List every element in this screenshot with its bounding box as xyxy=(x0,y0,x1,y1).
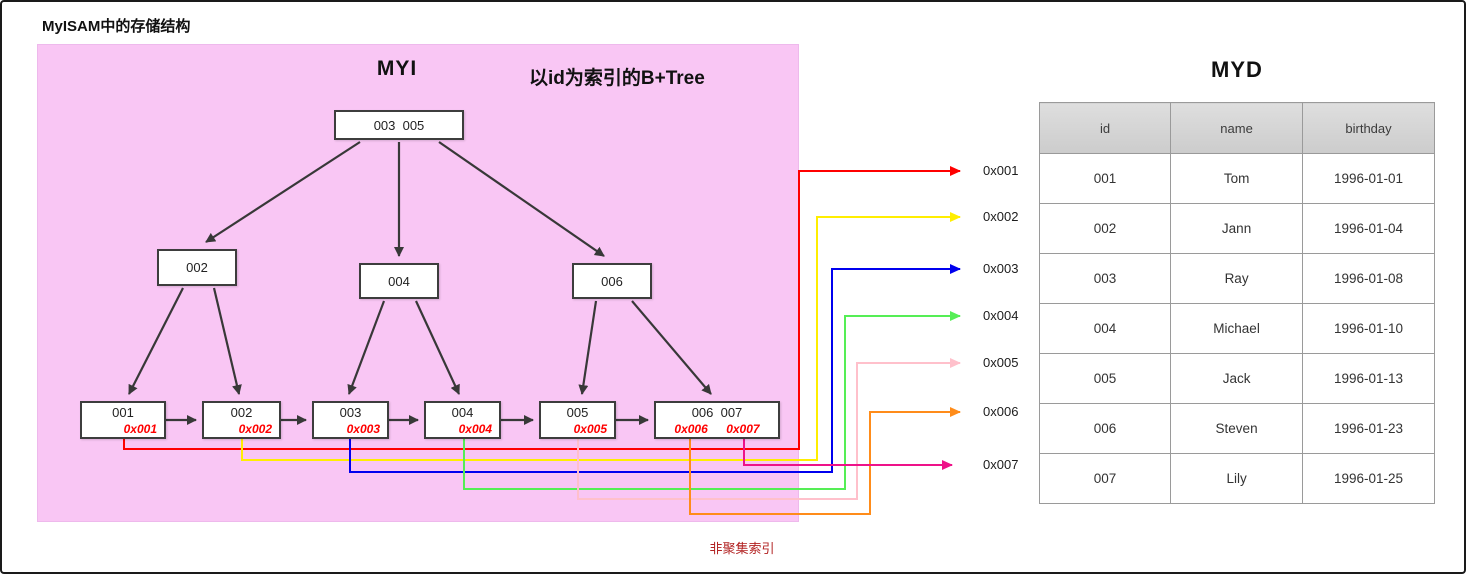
internal-node-002: 002 xyxy=(157,249,237,286)
root-node: 003 005 xyxy=(334,110,464,140)
table-cell: 001 xyxy=(1038,153,1172,204)
table-row: 007 Lily 1996-01-25 xyxy=(1038,453,1435,504)
table-cell: 003 xyxy=(1038,253,1172,304)
leaf-node-002: 002 0x002 xyxy=(202,401,281,439)
leaf-key: 006 007 xyxy=(691,405,743,420)
leaf-key: 005 xyxy=(566,405,589,420)
myd-table: id name birthday 001 Tom 1996-01-01 002 … xyxy=(1038,102,1435,504)
pointer-label-0x003: 0x003 xyxy=(983,261,1019,276)
table-cell: 005 xyxy=(1038,353,1172,404)
table-cell: 1996-01-23 xyxy=(1302,403,1435,454)
pointer-label-0x007: 0x007 xyxy=(983,457,1019,472)
pointer-label-0x004: 0x004 xyxy=(983,308,1019,323)
leaf-node-004: 004 0x004 xyxy=(424,401,501,439)
myi-file-label: MYI xyxy=(376,57,418,80)
leaf-key: 004 xyxy=(451,405,474,420)
table-row: 006 Steven 1996-01-23 xyxy=(1038,403,1435,454)
table-cell: 1996-01-25 xyxy=(1302,453,1435,504)
table-cell: 1996-01-01 xyxy=(1302,153,1435,204)
internal-node-006: 006 xyxy=(572,263,652,299)
record-pointer: 0x003 xyxy=(346,422,380,436)
record-pointer: 0x001 xyxy=(123,422,157,436)
table-cell: Jack xyxy=(1170,353,1304,404)
pointer-label-0x005: 0x005 xyxy=(983,355,1019,370)
leaf-key: 002 xyxy=(230,405,253,420)
table-cell: Steven xyxy=(1170,403,1304,454)
table-row: 003 Ray 1996-01-08 xyxy=(1038,253,1435,304)
internal-node-004: 004 xyxy=(359,263,439,299)
table-cell: Michael xyxy=(1170,303,1304,354)
table-row: 004 Michael 1996-01-10 xyxy=(1038,303,1435,354)
column-header-name: name xyxy=(1170,102,1304,154)
record-pointer: 0x002 xyxy=(238,422,272,436)
btree-subtitle: 以id为索引的B+Tree xyxy=(529,68,705,89)
table-cell: 1996-01-04 xyxy=(1302,203,1435,254)
table-cell: 006 xyxy=(1038,403,1172,454)
table-row: 001 Tom 1996-01-01 xyxy=(1038,153,1435,204)
pointer-label-0x001: 0x001 xyxy=(983,163,1019,178)
column-header-birthday: birthday xyxy=(1302,102,1435,154)
table-cell: 007 xyxy=(1038,453,1172,504)
pointer-label-0x002: 0x002 xyxy=(983,209,1019,224)
table-cell: Jann xyxy=(1170,203,1304,254)
table-cell: 1996-01-10 xyxy=(1302,303,1435,354)
record-pointer: 0x007 xyxy=(726,422,760,436)
myd-file-label: MYD xyxy=(1211,57,1263,82)
table-cell: Ray xyxy=(1170,253,1304,304)
leaf-node-001: 001 0x001 xyxy=(80,401,166,439)
leaf-node-005: 005 0x005 xyxy=(539,401,616,439)
table-cell: 1996-01-13 xyxy=(1302,353,1435,404)
leaf-key: 003 xyxy=(339,405,362,420)
record-pointer: 0x004 xyxy=(458,422,492,436)
table-row: 002 Jann 1996-01-04 xyxy=(1038,203,1435,254)
diagram-title: MyISAM中的存储结构 xyxy=(42,18,191,35)
record-pointer: 0x005 xyxy=(573,422,607,436)
leaf-key: 001 xyxy=(112,405,134,420)
table-cell: Tom xyxy=(1170,153,1304,204)
table-header-row: id name birthday xyxy=(1038,102,1435,154)
table-row: 005 Jack 1996-01-13 xyxy=(1038,353,1435,404)
table-cell: 002 xyxy=(1038,203,1172,254)
column-header-id: id xyxy=(1038,102,1172,154)
record-pointer: 0x006 xyxy=(674,422,708,436)
table-cell: Lily xyxy=(1170,453,1304,504)
pointer-label-0x006: 0x006 xyxy=(983,404,1019,419)
leaf-node-003: 003 0x003 xyxy=(312,401,389,439)
non-clustered-index-note: 非聚集索引 xyxy=(709,541,775,556)
leaf-node-006-007: 006 007 0x006 0x007 xyxy=(654,401,780,439)
table-cell: 004 xyxy=(1038,303,1172,354)
table-cell: 1996-01-08 xyxy=(1302,253,1435,304)
